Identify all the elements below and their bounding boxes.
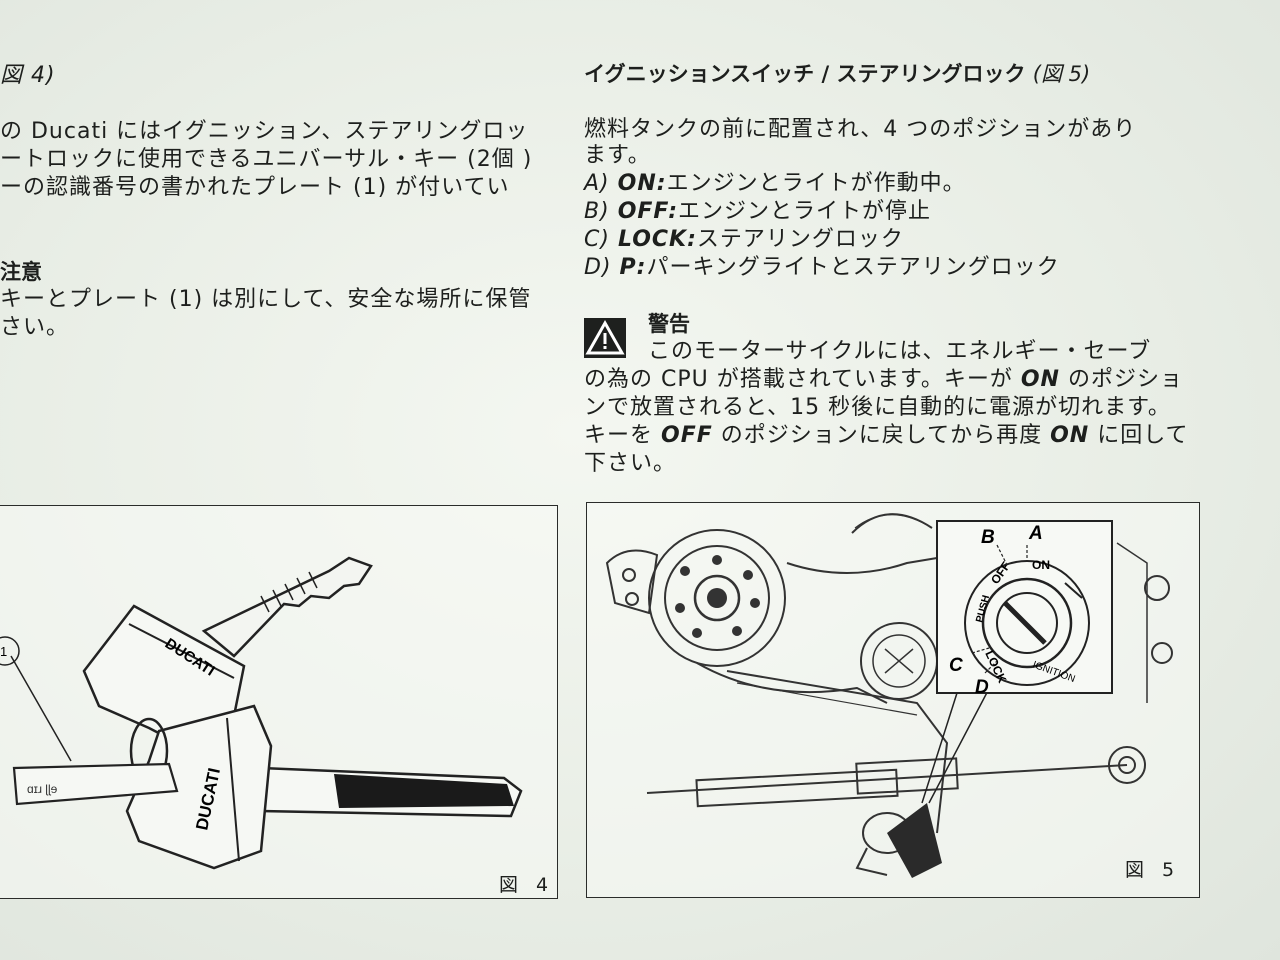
figure-4-frame: DUCATI DUCATI ɑɪɹ ɭɭɘ 1 図 4 [0, 505, 558, 899]
position-letter-a: A [1028, 523, 1043, 544]
ignition-heading-text: イグニッションスイッチ / ステアリングロック [584, 62, 1026, 86]
figure-5-caption: 図 5 [1125, 859, 1181, 881]
figure-4-caption: 図 4 [499, 874, 555, 896]
intro-line-2: ます。 [584, 143, 651, 168]
position-c: C) LOCK:ステアリングロック [584, 226, 904, 254]
warning-line-2: の為の CPU が搭載されています。キーが ON のポジショ [584, 366, 1183, 394]
right-section-heading: イグニッションスイッチ / ステアリングロック (図 5) [584, 60, 1090, 88]
warning-line-4-off: OFF [661, 423, 713, 448]
position-c-key: LOCK: [617, 227, 697, 252]
caution-line-1: キーとプレート (1) は別にして、安全な場所に保管 [0, 287, 532, 312]
warning-line-4-b: のポジションに戻してから再度 [712, 423, 1051, 448]
intro-line-1: 燃料タンクの前に配置され、4 つのポジションがあり [584, 117, 1137, 142]
warning-line-5: 下さい。 [584, 451, 677, 476]
warning-title: 警告 [648, 312, 690, 336]
warning-line-4-c: に回して [1089, 423, 1189, 448]
warning-line-2-a: の為の CPU が搭載されています。キーが [584, 367, 1021, 392]
left-body-line-3: ーの認識番号の書かれたプレート (1) が付いてい [0, 175, 510, 200]
left-body-line-1: の Ducati にはイグニッション、ステアリングロッ [0, 119, 529, 144]
svg-text:ɑɪɹ ɭɭɘ: ɑɪɹ ɭɭɘ [27, 782, 58, 796]
position-d: D) P:パーキングライトとステアリングロック [584, 254, 1060, 282]
position-b: B) OFF:エンジンとライトが停止 [584, 198, 931, 226]
caution-title: 注意 [0, 260, 42, 284]
switch-on-label: ON [1032, 558, 1050, 572]
position-a: A) ON:エンジンとライトが作動中。 [584, 170, 966, 198]
position-d-letter: D) [584, 255, 612, 280]
warning-line-3: ンで放置されると、15 秒後に自動的に電源が切れます。 [584, 395, 1171, 420]
position-d-key: P: [619, 255, 647, 280]
position-a-desc: エンジンとライトが作動中。 [666, 171, 966, 196]
position-d-desc: パーキングライトとステアリングロック [646, 255, 1060, 280]
warning-icon [584, 318, 626, 358]
caution-line-2: さい。 [0, 315, 70, 340]
ignition-heading-ref: (図 5) [1032, 62, 1091, 86]
position-c-letter: C) [584, 227, 610, 252]
ignition-switch-illustration: ON OFF PUSH LOCK IGNITION A B C D [605, 513, 1173, 878]
position-b-key: OFF: [617, 199, 679, 224]
warning-line-2-on: ON [1020, 367, 1060, 392]
left-body-line-2: ートロックに使用できるユニバーサル・キー (2個 ) [0, 147, 533, 172]
figure-5-frame: ON OFF PUSH LOCK IGNITION A B C D 図 5 [586, 502, 1200, 898]
position-c-desc: ステアリングロック [696, 227, 904, 252]
position-a-key: ON: [617, 171, 667, 196]
warning-line-1: このモーターサイクルには、エネルギー・セーブ [648, 339, 1152, 364]
position-letter-d: D [975, 677, 989, 698]
warning-line-4: キーを OFF のポジションに戻してから再度 ON に回して [584, 422, 1189, 450]
warning-line-2-b: のポジショ [1059, 367, 1183, 392]
figure-4-callout: 1 [0, 644, 7, 659]
position-letter-b: B [981, 527, 995, 548]
warning-line-4-on: ON [1050, 423, 1090, 448]
left-heading-fragment: 図 4) [0, 63, 56, 88]
warning-line-4-a: キーを [584, 423, 661, 448]
position-b-letter: B) [584, 199, 610, 224]
position-b-desc: エンジンとライトが停止 [678, 199, 932, 224]
position-a-letter: A) [584, 171, 610, 196]
position-letter-c: C [949, 655, 963, 676]
keys-illustration: DUCATI DUCATI ɑɪɹ ɭɭɘ 1 [0, 556, 523, 870]
